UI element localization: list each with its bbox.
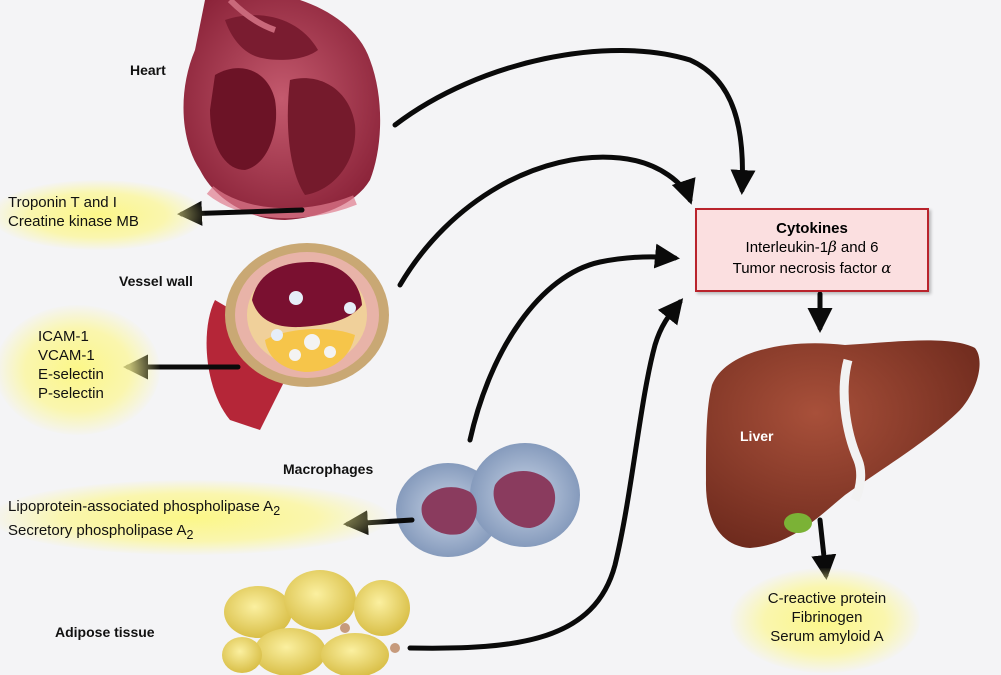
cytokines-title: Cytokines [776,220,848,237]
adipose-label: Adipose tissue [55,624,155,640]
vessel-wall-markers: ICAM-1 VCAM-1 E-selectin P-selectin [38,327,104,403]
heart-illustration [183,0,381,220]
marker-troponin: Troponin T and I [8,194,117,211]
macrophages-label: Macrophages [283,461,374,477]
marker-creatine-kinase: Creatine kinase MB [8,213,139,230]
adipose-illustration [222,570,410,675]
marker-serum-amyloid: Serum amyloid A [770,628,884,645]
vessel-markers-highlight [0,305,160,435]
arrow-liver-to-proteins [811,517,837,580]
arrow-heart-to-cytokines [392,48,756,195]
cytokine-tnf: Tumor necrosis factor α [732,259,892,277]
macrophage-markers: Lipoprotein-associated phospholipase A2 … [8,497,280,545]
marker-fibrinogen: Fibrinogen [791,609,863,626]
heart-label: Heart [130,62,166,78]
marker-icam: ICAM-1 [38,328,89,345]
marker-vcam: VCAM-1 [38,347,95,364]
arrow-adipose-to-cytokines [407,298,684,651]
macrophages-illustration [396,443,580,557]
marker-crp: C-reactive protein [767,590,887,607]
marker-e-selectin: E-selectin [38,366,104,383]
arrow-vessel-to-cytokines [397,154,696,288]
liver-label: Liver [740,428,774,444]
macrophage-markers-highlight [0,480,390,555]
heart-markers: Troponin T and I Creatine kinase MB [8,193,139,231]
marker-secretory-pla2: Secretory phospholipase A2 [8,522,194,542]
arrow-macrophages-to-cytokines [467,243,680,443]
heart-markers-highlight [0,180,205,250]
cytokines-box: Cytokines Interleukin-1β and 6 Tumor nec… [695,208,929,292]
cytokine-interleukin: Interleukin-1β and 6 [745,238,879,256]
vessel-wall-label: Vessel wall [119,273,193,289]
liver-illustration [705,340,980,548]
marker-lp-pla2: Lipoprotein-associated phospholipase A2 [8,498,281,518]
liver-markers-highlight [730,568,920,673]
arrows [123,48,837,651]
marker-p-selectin: P-selectin [38,385,104,402]
liver-markers: C-reactive protein Fibrinogen Serum amyl… [752,589,902,646]
vessel-wall-illustration [206,243,389,430]
